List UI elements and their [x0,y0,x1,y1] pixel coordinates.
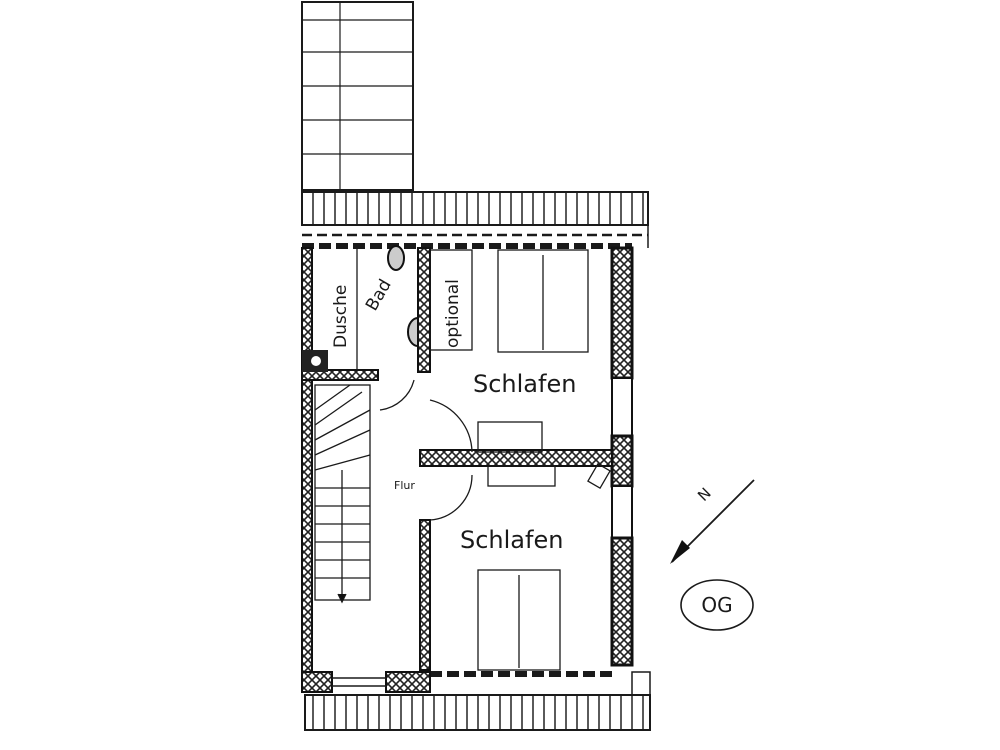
floor-badge: OG [680,579,754,631]
bed-bottom [477,569,561,671]
label-bedroom-top: Schlafen [473,370,576,398]
desk-bottom [487,465,556,487]
walls [301,243,634,693]
sink-icon [407,316,419,348]
label-bath: Bad [362,276,396,314]
desk-top [477,421,543,453]
label-bedroom-bottom: Schlafen [460,526,563,554]
label-hall: Flur [394,479,415,492]
label-optional: optional [443,279,463,348]
roof-band-top [301,191,649,248]
eave-bottom [631,671,651,696]
bathroom-fixtures [356,245,473,370]
north-arrow-icon: N [670,479,755,564]
north-label: N [694,484,715,505]
roof-band-bottom [304,694,651,731]
doors [379,379,473,521]
label-shower: Dusche [331,285,351,348]
floor-label: OG [701,593,732,617]
roof-extension [301,1,414,191]
bed-top [497,249,589,353]
toilet-icon [387,245,405,271]
furniture [477,249,611,671]
staircase [314,384,371,604]
